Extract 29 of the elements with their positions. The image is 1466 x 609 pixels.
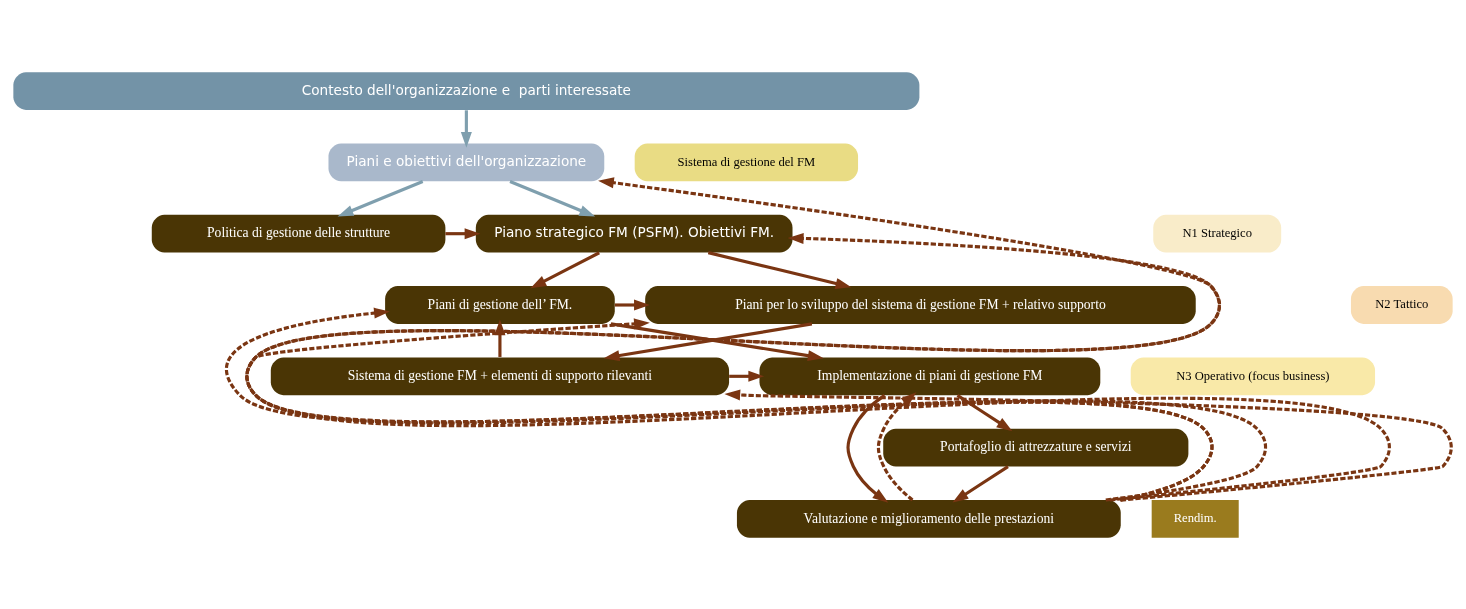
arrow (729, 370, 765, 382)
node-box: Portafoglio di attrezzature e servizi (883, 428, 1189, 466)
node-box: Implementazione di piani di gestione FM (759, 356, 1101, 395)
node-box: N1 Strategico (1153, 214, 1282, 253)
arrow (246, 232, 1266, 502)
node-box: N3 Operativo (focus business) (1130, 356, 1376, 395)
arrow (445, 227, 481, 239)
node-box: Piani di gestione dell’ FM. (385, 285, 615, 324)
arrow (225, 307, 1214, 502)
arrow (614, 299, 650, 310)
arrow (956, 393, 1013, 431)
node-box: Sistema di gestione FM + elementi di supporto rilevanti (270, 356, 730, 395)
arrow (248, 176, 1220, 502)
node-box: Contesto dell'organizzazione e parti interessate (13, 71, 920, 110)
node-box: Sistema di gestione del FM (634, 143, 859, 181)
node-box: N2 Tattico (1350, 285, 1453, 324)
node-box: Politica di gestione delle strutture (151, 214, 446, 253)
arrow (846, 393, 889, 503)
node-box: Valutazione e miglioramento delle prestazioni (736, 499, 1121, 538)
arrow (707, 250, 852, 289)
arrow (509, 179, 596, 217)
node-box: Rendim. (1151, 499, 1239, 538)
arrow (337, 179, 424, 217)
arrow (952, 464, 1009, 503)
node-box: Piani e obiettivi dell'organizzazione (328, 143, 605, 181)
arrow (460, 109, 472, 148)
node-box: Piani per lo sviluppo del sistema di gestione FM + relativo supporto (645, 285, 1196, 324)
node-box: Piano strategico FM (PSFM). Obiettivi FM. (475, 214, 793, 253)
arrow (530, 250, 600, 288)
